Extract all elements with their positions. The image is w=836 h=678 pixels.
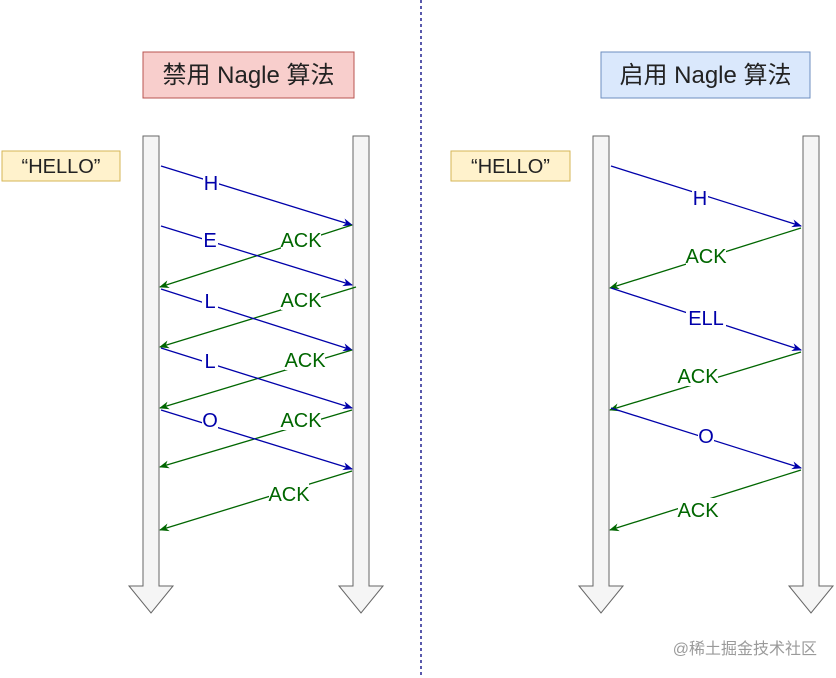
message-label-bg	[281, 288, 321, 310]
send-arrow	[160, 288, 353, 352]
ack-label: ACK	[280, 290, 322, 312]
send-label: O	[698, 426, 714, 448]
message-label-bg	[202, 228, 218, 250]
ack-label: ACK	[685, 246, 727, 268]
send-label: O	[202, 410, 218, 432]
ack-label: ACK	[280, 410, 322, 432]
ack-label: ACK	[677, 366, 719, 388]
send-arrow	[160, 409, 353, 471]
left-title: 禁用 Nagle 算法	[162, 62, 334, 89]
watermark: @稀土掘金技术社区	[673, 640, 817, 658]
left-input-box	[1, 150, 121, 182]
right-messages: H ACK ELL ACK O ACK	[609, 165, 802, 532]
right-receiver-timeline	[787, 135, 835, 614]
send-arrow	[160, 165, 353, 227]
message-label-bg	[203, 171, 219, 193]
message-label-bg	[202, 408, 218, 430]
right-title-box	[600, 51, 811, 99]
message-label-bg	[202, 289, 218, 311]
send-label: H	[204, 173, 218, 195]
send-label: L	[204, 291, 215, 313]
right-title: 启用 Nagle 算法	[619, 62, 791, 89]
ack-label: ACK	[280, 230, 322, 252]
send-arrow	[160, 225, 353, 287]
ack-arrow	[159, 470, 353, 532]
right-input-box	[450, 150, 571, 182]
right-panel: 启用 Nagle 算法 “HELLO” H ACK ELL ACK O ACK	[450, 51, 835, 614]
left-title-box	[142, 51, 355, 99]
send-label: L	[204, 351, 215, 373]
ack-label: ACK	[677, 500, 719, 522]
left-panel: 禁用 Nagle 算法 “HELLO” H ACK E ACK L ACK L ACK O ACK	[1, 51, 385, 614]
message-label-bg	[698, 424, 714, 446]
message-label-bg	[686, 244, 726, 266]
left-input-label: “HELLO”	[22, 156, 101, 178]
ack-label: ACK	[268, 484, 310, 506]
left-receiver-timeline	[337, 135, 385, 614]
message-label-bg	[678, 364, 718, 386]
left-messages: H ACK E ACK L ACK L ACK O ACK	[159, 165, 357, 532]
right-sender-timeline	[577, 135, 625, 614]
right-input-label: “HELLO”	[471, 156, 550, 178]
message-label-bg	[269, 482, 309, 504]
ack-label: ACK	[284, 350, 326, 372]
ack-arrow	[159, 286, 357, 349]
message-label-bg	[692, 186, 708, 208]
message-label-bg	[281, 228, 321, 250]
send-label: ELL	[688, 308, 724, 330]
send-label: E	[203, 230, 216, 252]
message-label-bg	[281, 408, 321, 430]
message-label-bg	[678, 498, 718, 520]
send-arrow	[160, 347, 353, 410]
message-label-bg	[202, 349, 218, 371]
message-label-bg	[285, 348, 325, 370]
message-label-bg	[686, 306, 726, 328]
send-label: H	[693, 188, 707, 210]
left-sender-timeline	[127, 135, 175, 614]
